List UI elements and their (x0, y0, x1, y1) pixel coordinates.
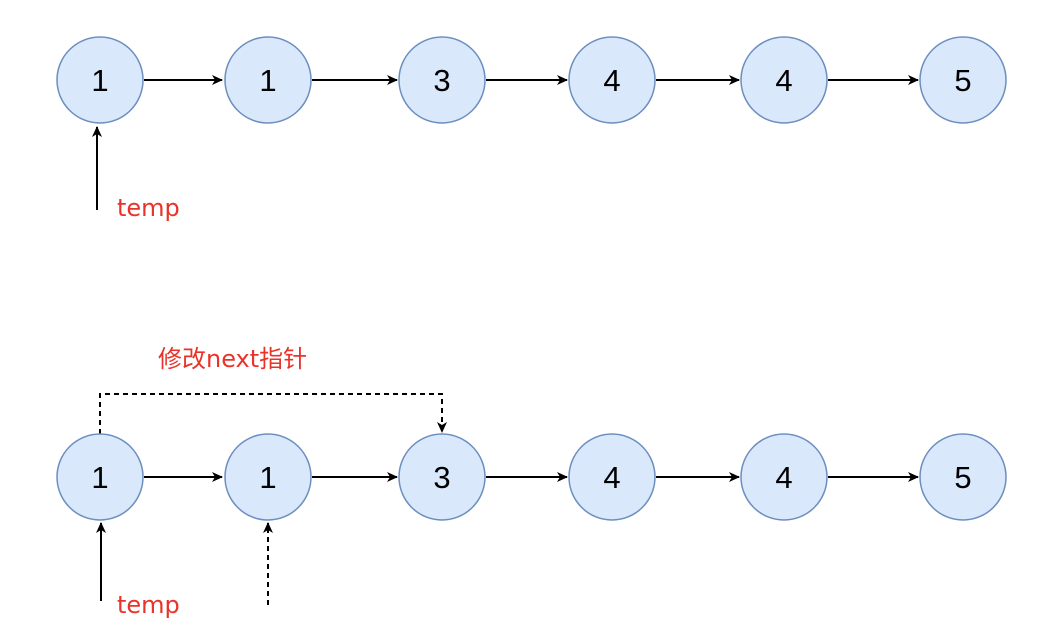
node-value: 5 (954, 63, 971, 98)
node-value: 1 (91, 460, 108, 495)
node-value: 1 (91, 63, 108, 98)
top-node-3: 3 (398, 36, 486, 124)
node-circle (224, 36, 312, 124)
node-circle (568, 36, 656, 124)
node-circle (398, 433, 486, 521)
bottom-temp-label: temp (117, 591, 180, 619)
node-value: 3 (433, 460, 450, 495)
top-linked-list: 1 1 3 4 4 5 temp (56, 36, 1007, 222)
node-value: 4 (603, 460, 620, 495)
node-value: 4 (775, 63, 792, 98)
dashed-next-pointer-arrow (99, 393, 447, 434)
node-circle (568, 433, 656, 521)
node-circle (919, 36, 1007, 124)
node-value: 1 (259, 63, 276, 98)
node-value: 4 (603, 63, 620, 98)
node-value: 1 (259, 460, 276, 495)
bottom-node-3: 3 (398, 433, 486, 521)
bottom-node-5: 4 (740, 433, 828, 521)
node-value: 4 (775, 460, 792, 495)
bottom-node-6: 5 (919, 433, 1007, 521)
top-node-4: 4 (568, 36, 656, 124)
node-circle (56, 433, 144, 521)
node-circle (224, 433, 312, 521)
node-circle (740, 433, 828, 521)
bottom-node-4: 4 (568, 433, 656, 521)
top-node-5: 4 (740, 36, 828, 124)
top-temp-label: temp (117, 194, 180, 222)
bottom-node-1: 1 (56, 433, 144, 521)
top-node-1: 1 (56, 36, 144, 124)
node-circle (919, 433, 1007, 521)
bottom-linked-list: 修改next指针 1 1 3 4 4 (56, 345, 1007, 619)
modify-next-pointer-label: 修改next指针 (158, 345, 307, 373)
bottom-node-2: 1 (224, 433, 312, 521)
node-value: 3 (433, 63, 450, 98)
node-circle (56, 36, 144, 124)
node-value: 5 (954, 460, 971, 495)
node-circle (740, 36, 828, 124)
node-circle (398, 36, 486, 124)
top-node-2: 1 (224, 36, 312, 124)
top-node-6: 5 (919, 36, 1007, 124)
